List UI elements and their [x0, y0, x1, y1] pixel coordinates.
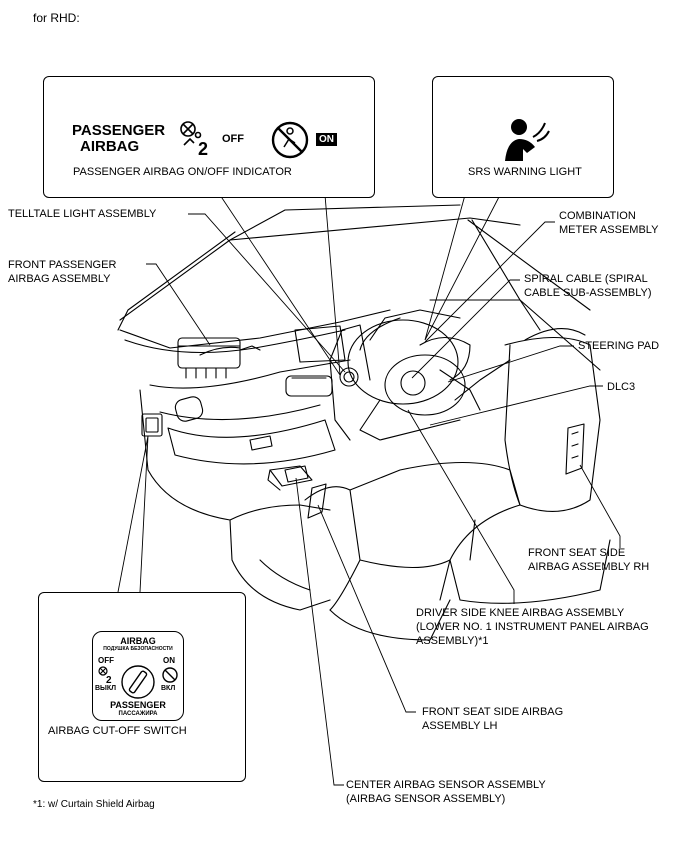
label-telltale: TELLTALE LIGHT ASSEMBLY — [8, 208, 157, 220]
label-knee-3: ASSEMBLY)*1 — [416, 635, 489, 647]
label-spiral-1: SPIRAL CABLE (SPIRAL — [524, 273, 648, 285]
label-steering-pad: STEERING PAD — [578, 340, 660, 352]
svg-text:2: 2 — [198, 139, 208, 159]
srs-warning-icon — [505, 119, 550, 161]
indicator-off-label: OFF — [222, 133, 244, 145]
switch-on-label: ON — [163, 656, 175, 665]
switch-on-icon — [162, 667, 178, 683]
label-front-passenger-2: AIRBAG ASSEMBLY — [8, 273, 111, 285]
variant-label: for RHD: — [33, 11, 80, 25]
switch-off-label: OFF — [98, 656, 114, 665]
warning-callout-box: SRS WARNING LIGHT — [432, 76, 614, 198]
label-seat-rh-2: AIRBAG ASSEMBLY RH — [528, 561, 650, 573]
switch-bottom-title: PASSENGER — [110, 700, 166, 710]
switch-bottom-ru: ПАССАЖИРА — [118, 711, 158, 717]
passenger-airbag-off-icon: 2 — [180, 121, 208, 159]
indicator-callout-box: PASSENGER AIRBAG 2 OFF ON PASSENGER AIRB… — [43, 76, 375, 198]
indicator-title-line1: PASSENGER — [72, 122, 166, 139]
label-front-passenger-1: FRONT PASSENGER — [8, 259, 117, 271]
indicator-caption: PASSENGER AIRBAG ON/OFF INDICATOR — [73, 166, 292, 178]
switch-callout-box: AIRBAG ПОДУШКА БЕЗОПАСНОСТИ OFF ON 2 ВЫК… — [38, 592, 246, 782]
label-combination-2: METER ASSEMBLY — [559, 224, 659, 236]
label-spiral-2: CABLE SUB-ASSEMBLY) — [524, 287, 652, 299]
switch-panel-title: AIRBAG — [120, 636, 156, 646]
switch-panel: AIRBAG ПОДУШКА БЕЗОПАСНОСТИ OFF ON 2 ВЫК… — [92, 631, 184, 721]
switch-caption: AIRBAG CUT-OFF SWITCH — [48, 725, 187, 737]
label-seat-rh-1: FRONT SEAT SIDE — [528, 547, 626, 559]
indicator-title-line2: AIRBAG — [80, 138, 140, 155]
warning-caption: SRS WARNING LIGHT — [468, 166, 582, 178]
footnote: *1: w/ Curtain Shield Airbag — [33, 799, 155, 810]
label-seat-lh-2: ASSEMBLY LH — [422, 720, 498, 732]
label-center-2: (AIRBAG SENSOR ASSEMBLY) — [346, 793, 506, 805]
switch-on-ru: ВКЛ — [161, 685, 176, 692]
label-dlc3: DLC3 — [607, 381, 636, 393]
indicator-on-badge: ON — [316, 133, 337, 146]
key-slot-icon[interactable] — [118, 662, 158, 702]
switch-off-ru: ВЫКЛ — [95, 685, 117, 692]
label-knee-2: (LOWER NO. 1 INSTRUMENT PANEL AIRBAG — [416, 621, 649, 633]
label-combination-1: COMBINATION — [559, 210, 636, 222]
passenger-airbag-on-icon — [271, 121, 309, 159]
label-center-1: CENTER AIRBAG SENSOR ASSEMBLY — [346, 779, 546, 791]
switch-panel-subtitle: ПОДУШКА БЕЗОПАСНОСТИ — [103, 646, 173, 652]
label-knee-1: DRIVER SIDE KNEE AIRBAG ASSEMBLY — [416, 607, 625, 619]
switch-off-icon: 2 — [98, 666, 112, 684]
label-seat-lh-1: FRONT SEAT SIDE AIRBAG — [422, 706, 564, 718]
svg-text:2: 2 — [106, 675, 112, 684]
